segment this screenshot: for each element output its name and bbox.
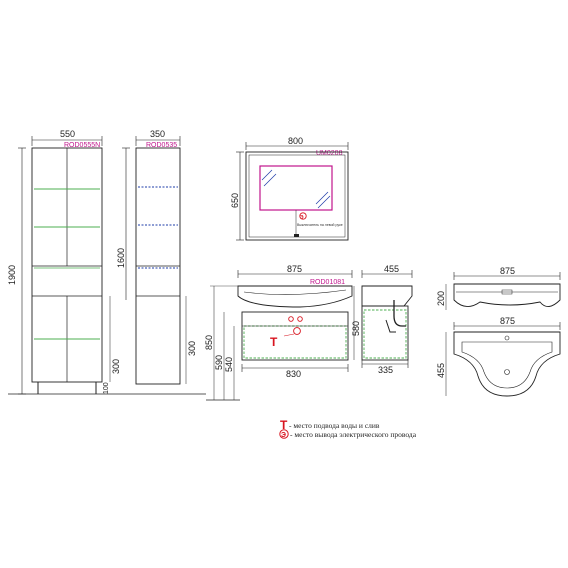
mirror-e-mark: Э <box>300 215 304 221</box>
legend-e-text: - место вывода электрического провода <box>290 430 417 439</box>
basin-side-width: 875 <box>500 266 515 276</box>
vanity-front: 875 ROD01081 Т 850 590 540 830 <box>204 264 353 401</box>
narrow-cabinet-width: 350 <box>150 129 165 139</box>
basin-top-depth: 455 <box>436 363 446 378</box>
tall-cabinet-height: 1900 <box>7 265 17 285</box>
vanity-h590: 590 <box>214 355 224 370</box>
tall-cabinet-leg-dim: 100 <box>103 382 110 394</box>
vanity-inner-width: 830 <box>286 369 301 379</box>
vanity-h540: 540 <box>224 357 234 372</box>
basin-top-width: 875 <box>500 316 515 326</box>
legend-t-mark: Т <box>280 418 288 432</box>
tall-cabinet: 550 ROD0555N 1900 300 100 <box>7 129 121 395</box>
tall-cabinet-width: 550 <box>60 129 75 139</box>
drain-icon <box>293 327 301 335</box>
narrow-cabinet-code: ROD0535 <box>146 142 177 149</box>
legend-e-mark: Э <box>281 432 286 439</box>
mirror-height: 650 <box>230 193 240 208</box>
vanity-side-width: 455 <box>384 264 399 274</box>
mirror-switch-icon <box>294 234 299 237</box>
vanity-side-depth: 335 <box>378 365 393 375</box>
legend: Т - место подвода воды и слив Э - место … <box>279 418 417 439</box>
basin-side: 875 200 <box>436 266 561 310</box>
vanity-h850: 850 <box>204 335 214 350</box>
mirror-switch-label: Выключатель на левой руке <box>297 223 343 227</box>
vanity-front-code: ROD01081 <box>310 279 345 286</box>
mirror: 800 UM0208 650 Э Выключатель на левой ру… <box>230 136 349 241</box>
vanity-side: 455 580 335 <box>351 264 413 375</box>
mirror-socket-icon <box>299 212 307 220</box>
vanity-side-height: 580 <box>351 321 361 336</box>
basin-side-height: 200 <box>436 291 446 306</box>
legend-t-text: - место подвода воды и слив <box>289 421 380 430</box>
vanity-t-mark: Т <box>270 335 278 349</box>
mirror-code: UM0208 <box>316 150 343 157</box>
narrow-cabinet-height: 1600 <box>116 248 126 268</box>
narrow-cabinet-lower-dim: 300 <box>187 341 197 356</box>
basin-top: 875 455 <box>436 316 561 397</box>
mirror-width: 800 <box>288 136 303 146</box>
tall-cabinet-code: ROD0555N <box>64 142 100 149</box>
narrow-cabinet: 350 ROD0535 1600 300 <box>116 129 197 385</box>
vanity-front-width: 875 <box>287 264 302 274</box>
tall-cabinet-lower-dim: 300 <box>111 359 121 374</box>
